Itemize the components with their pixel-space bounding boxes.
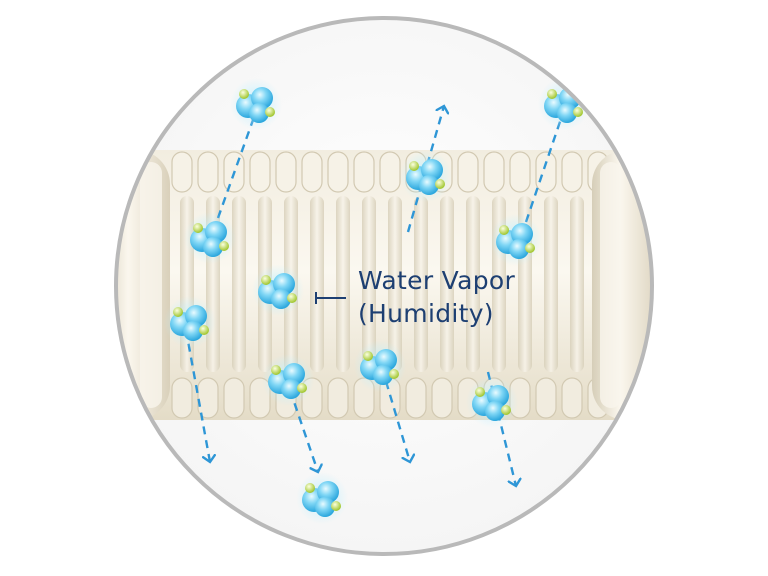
inner-rib <box>310 196 324 372</box>
corrugation-bump <box>223 377 245 419</box>
water-molecule-icon <box>262 354 314 406</box>
corrugation-bump <box>301 151 323 193</box>
corrugation-bump <box>171 151 193 193</box>
water-molecule-icon <box>466 376 518 428</box>
water-molecule-icon <box>164 296 216 348</box>
corrugation-bump <box>535 151 557 193</box>
corrugation-bump <box>561 151 583 193</box>
inner-rib <box>570 196 584 372</box>
corrugation-bump <box>509 151 531 193</box>
tube-inner-ribs <box>180 196 584 372</box>
inner-rib <box>362 196 376 372</box>
corrugation-bump <box>561 377 583 419</box>
water-molecule-icon <box>252 264 304 316</box>
inner-rib <box>232 196 246 372</box>
corrugation-bump <box>327 377 349 419</box>
corrugation-bump <box>249 151 271 193</box>
corrugation-bump <box>483 151 505 193</box>
water-molecule-icon <box>354 340 406 392</box>
corrugation-bump <box>197 151 219 193</box>
corrugation-bump <box>457 151 479 193</box>
water-molecule-icon <box>400 150 452 202</box>
inner-rib <box>336 196 350 372</box>
inner-rib <box>414 196 428 372</box>
inner-rib <box>466 196 480 372</box>
inner-rib <box>388 196 402 372</box>
corrugation-bump <box>275 151 297 193</box>
corrugation-bump <box>171 377 193 419</box>
inner-rib <box>544 196 558 372</box>
water-molecule-icon <box>184 212 236 264</box>
water-molecule-icon <box>490 214 542 266</box>
inner-rib <box>440 196 454 372</box>
label-line-2: (Humidity) <box>358 299 494 328</box>
corrugation-bump <box>197 377 219 419</box>
circle-border <box>114 16 654 556</box>
water-molecules <box>164 78 590 524</box>
corrugation-bump <box>405 377 427 419</box>
water-molecule-icon <box>538 78 590 130</box>
water-molecule-icon <box>230 78 282 130</box>
water-vapor-label: Water Vapor (Humidity) <box>358 264 515 330</box>
water-molecule-icon <box>296 472 348 524</box>
corrugation-bump <box>431 377 453 419</box>
label-line-1: Water Vapor <box>358 266 516 295</box>
corrugation-bump <box>353 151 375 193</box>
tube-top-corrugation <box>171 151 609 193</box>
vapor-arrow <box>406 106 444 233</box>
corrugation-bump <box>535 377 557 419</box>
label-leader-line <box>315 292 346 304</box>
corrugation-bump <box>327 151 349 193</box>
corrugation-bump <box>379 151 401 193</box>
